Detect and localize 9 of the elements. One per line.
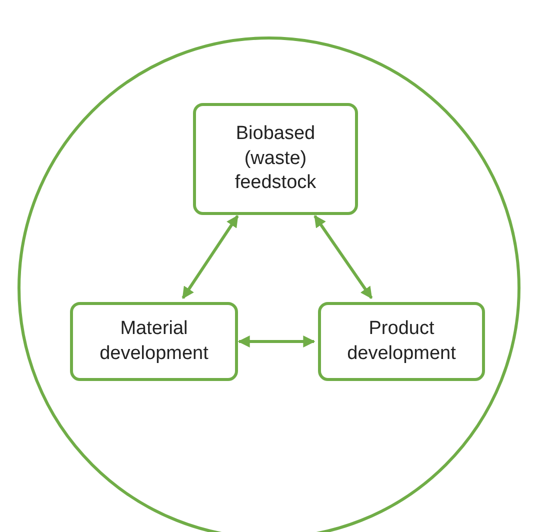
process-box <box>318 302 485 381</box>
process-box <box>193 103 358 215</box>
double-arrow <box>314 215 373 299</box>
process-box <box>70 302 238 381</box>
double-arrow <box>182 215 239 299</box>
node-label: Biobased (waste) feedstock <box>234 122 318 196</box>
node-label: Product development <box>346 316 457 366</box>
node-label: Material development <box>98 316 210 366</box>
double-arrow <box>238 336 316 348</box>
